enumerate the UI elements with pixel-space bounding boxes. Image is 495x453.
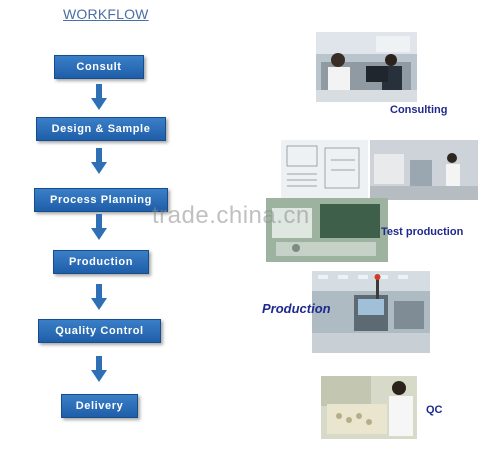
watermark: trade.china.cn (152, 202, 310, 229)
workflow-title: WORKFLOW (63, 6, 149, 22)
caption-test-production: Test production (381, 226, 464, 238)
caption-production: Production (262, 301, 331, 316)
step-delivery: Delivery (61, 394, 138, 418)
arrow-down-icon (91, 148, 107, 174)
test-production-photo (266, 198, 388, 262)
drawing-photo (281, 140, 368, 200)
step-consult: Consult (54, 55, 144, 79)
step-design-sample: Design & Sample (36, 117, 166, 141)
caption-qc: QC (426, 404, 443, 416)
step-process-planning: Process Planning (34, 188, 168, 212)
arrow-down-icon (91, 284, 107, 310)
step-quality-control: Quality Control (38, 319, 161, 343)
lab-photo (370, 140, 478, 200)
arrow-down-icon (91, 84, 107, 110)
step-production: Production (53, 250, 149, 274)
arrow-down-icon (91, 356, 107, 382)
caption-consulting: Consulting (390, 104, 448, 116)
qc-photo (321, 376, 417, 439)
arrow-down-icon (91, 214, 107, 240)
consulting-photo (316, 32, 417, 102)
production-photo (312, 271, 430, 353)
